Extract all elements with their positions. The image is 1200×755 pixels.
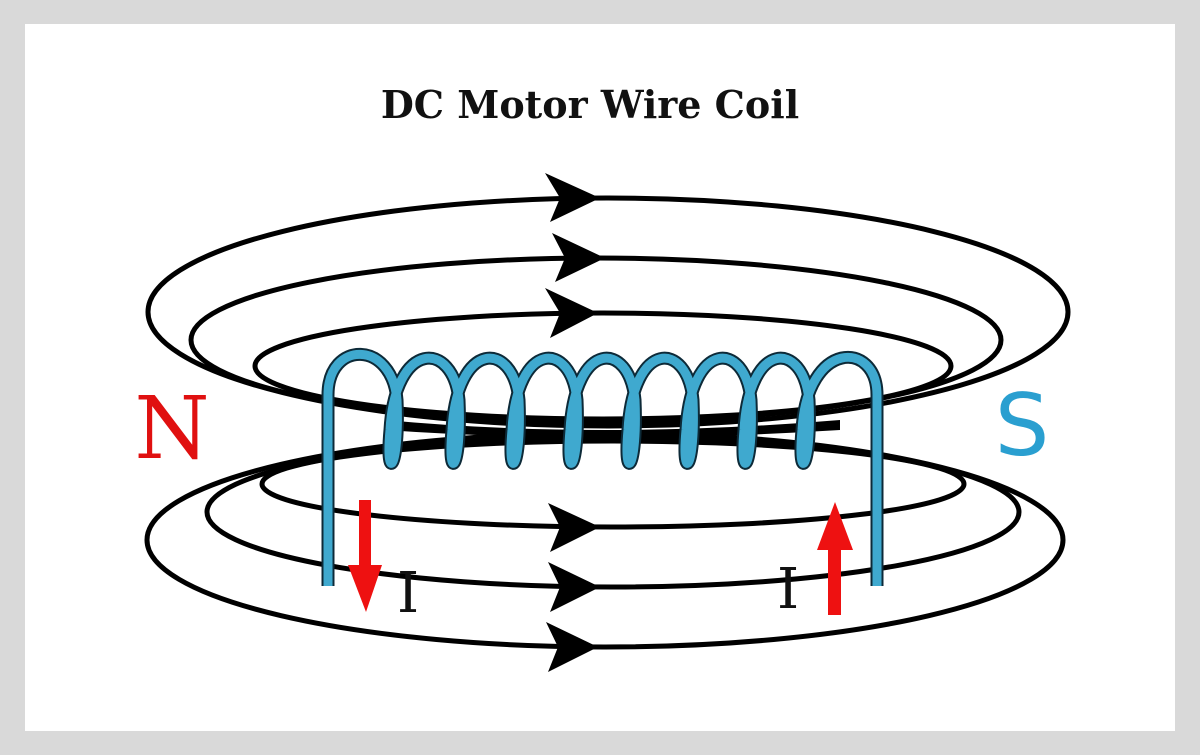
arrow-right-icon xyxy=(545,173,600,222)
field-line-lower-inner xyxy=(259,438,967,530)
field-line-upper-outer xyxy=(145,195,1071,429)
arrow-down-icon xyxy=(348,565,382,612)
arrow-right-icon xyxy=(548,503,600,552)
south-pole-label: S xyxy=(995,376,1050,476)
arrow-up-shaft xyxy=(828,545,841,615)
lower-field-lines xyxy=(144,430,1066,650)
diagram-title: DC Motor Wire Coil xyxy=(381,82,799,127)
arrow-right-icon xyxy=(545,288,598,338)
current-arrow-right xyxy=(817,502,853,615)
coil-outline xyxy=(321,347,884,586)
arrow-right-icon xyxy=(546,622,598,672)
upper-field-lines xyxy=(145,195,1071,429)
arrow-up-icon xyxy=(817,502,853,550)
arrow-right-icon xyxy=(552,233,605,282)
field-core-band xyxy=(385,420,840,438)
current-label-left: I xyxy=(397,561,419,626)
field-line-upper-inner xyxy=(252,310,954,422)
wire-coil xyxy=(321,347,884,586)
current-arrow-left xyxy=(348,500,382,612)
north-pole-label: N xyxy=(134,379,209,479)
coil-wire xyxy=(323,349,882,586)
current-label-right: I xyxy=(777,557,799,622)
field-arrows xyxy=(545,173,605,672)
arrow-down-shaft xyxy=(359,500,371,570)
arrow-right-icon xyxy=(548,562,600,612)
